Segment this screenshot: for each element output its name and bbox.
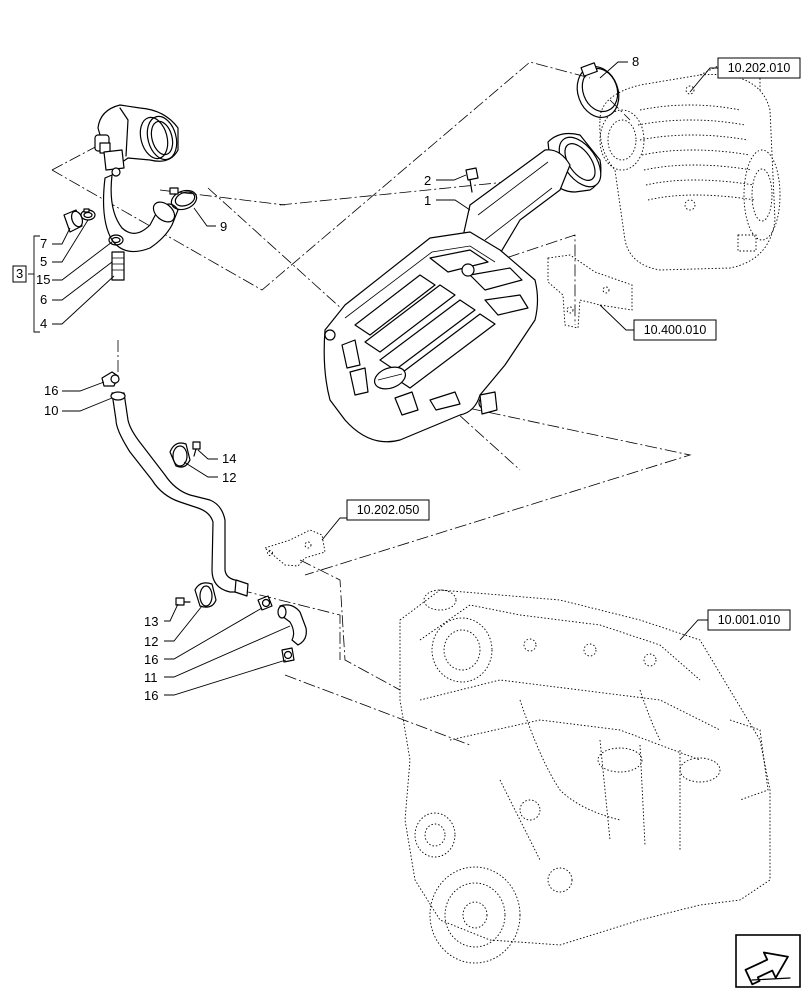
hose-part-11 — [277, 604, 307, 646]
reference-air-filter-label: 10.202.010 — [728, 61, 791, 75]
callout-16-middle: 16 — [144, 652, 158, 667]
bolt-part-13 — [175, 597, 191, 606]
air-intake-duct-part-1 — [323, 132, 602, 443]
next-page-arrow-icon[interactable] — [735, 934, 801, 988]
reference-air-filter[interactable]: 10.202.010 — [717, 57, 801, 79]
callout-2: 2 — [424, 173, 431, 188]
reference-clip-bracket[interactable]: 10.202.050 — [346, 499, 430, 521]
fitting-part-6 — [111, 251, 125, 281]
clamp-part-9 — [169, 187, 198, 211]
callout-10: 10 — [44, 403, 58, 418]
reference-engine[interactable]: 10.001.010 — [707, 609, 791, 631]
hose-clamp-part-8 — [576, 62, 620, 118]
elbow-connector-part-3 — [94, 104, 179, 253]
callout-15: 15 — [36, 272, 50, 287]
callout-16-lower: 16 — [144, 688, 158, 703]
group-bracket-3 — [12, 235, 40, 333]
reference-engine-label: 10.001.010 — [718, 613, 781, 627]
callout-14: 14 — [222, 451, 236, 466]
cap-part-7 — [63, 209, 84, 233]
callout-7: 7 — [40, 236, 47, 251]
bolt-part-2 — [465, 167, 479, 193]
clamp-part-12-lower — [194, 582, 217, 608]
callout-16-upper: 16 — [44, 383, 58, 398]
engine-assembly — [399, 589, 771, 964]
bolt-part-14 — [192, 441, 201, 457]
hose-part-10 — [110, 391, 249, 597]
callout-8: 8 — [632, 54, 639, 69]
group-box-3 — [12, 265, 27, 283]
callout-6: 6 — [40, 292, 47, 307]
clip-part-5 — [80, 208, 96, 221]
callout-12-upper: 12 — [222, 470, 236, 485]
callout-4: 4 — [40, 316, 47, 331]
callout-5: 5 — [40, 254, 47, 269]
reference-bracket-label: 10.400.010 — [644, 323, 707, 337]
clip-bracket-assembly — [264, 529, 326, 567]
reference-bracket[interactable]: 10.400.010 — [633, 319, 717, 341]
clip-part-16-middle — [257, 595, 273, 611]
callout-13: 13 — [144, 614, 158, 629]
bracket-assembly — [547, 254, 633, 329]
callout-3: 3 — [16, 266, 23, 281]
callout-9: 9 — [220, 219, 227, 234]
clip-part-15 — [108, 234, 124, 246]
callout-12-lower: 12 — [144, 634, 158, 649]
callout-11: 11 — [144, 670, 158, 685]
clamp-part-12-upper — [169, 442, 191, 468]
callout-labels: 8 2 1 9 7 5 3 15 6 4 16 10 14 12 13 12 1… — [16, 54, 639, 703]
leader-lines — [52, 61, 720, 696]
clip-part-16-lower — [281, 647, 295, 663]
callout-1: 1 — [424, 193, 431, 208]
reference-clip-bracket-label: 10.202.050 — [357, 503, 420, 517]
clip-part-16-upper — [101, 371, 120, 387]
